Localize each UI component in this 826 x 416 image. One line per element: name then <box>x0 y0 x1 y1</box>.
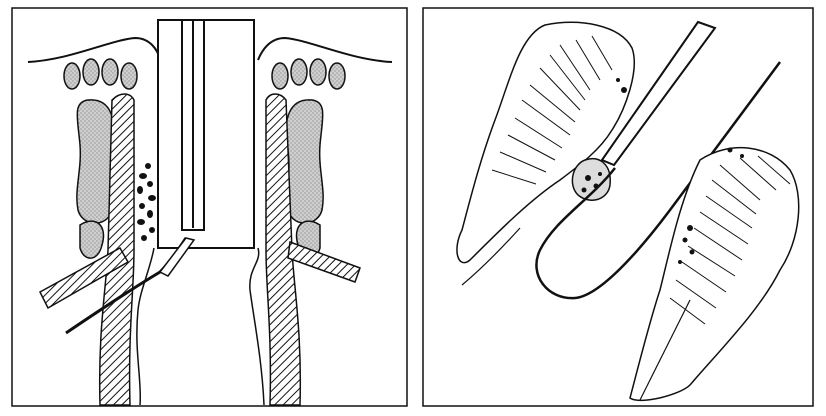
left-lobe-small <box>80 221 103 258</box>
left-scope <box>158 20 254 248</box>
left-lobe <box>77 100 114 223</box>
right-lobe <box>286 100 323 223</box>
left-panel <box>12 8 407 406</box>
right-panel <box>423 8 813 406</box>
